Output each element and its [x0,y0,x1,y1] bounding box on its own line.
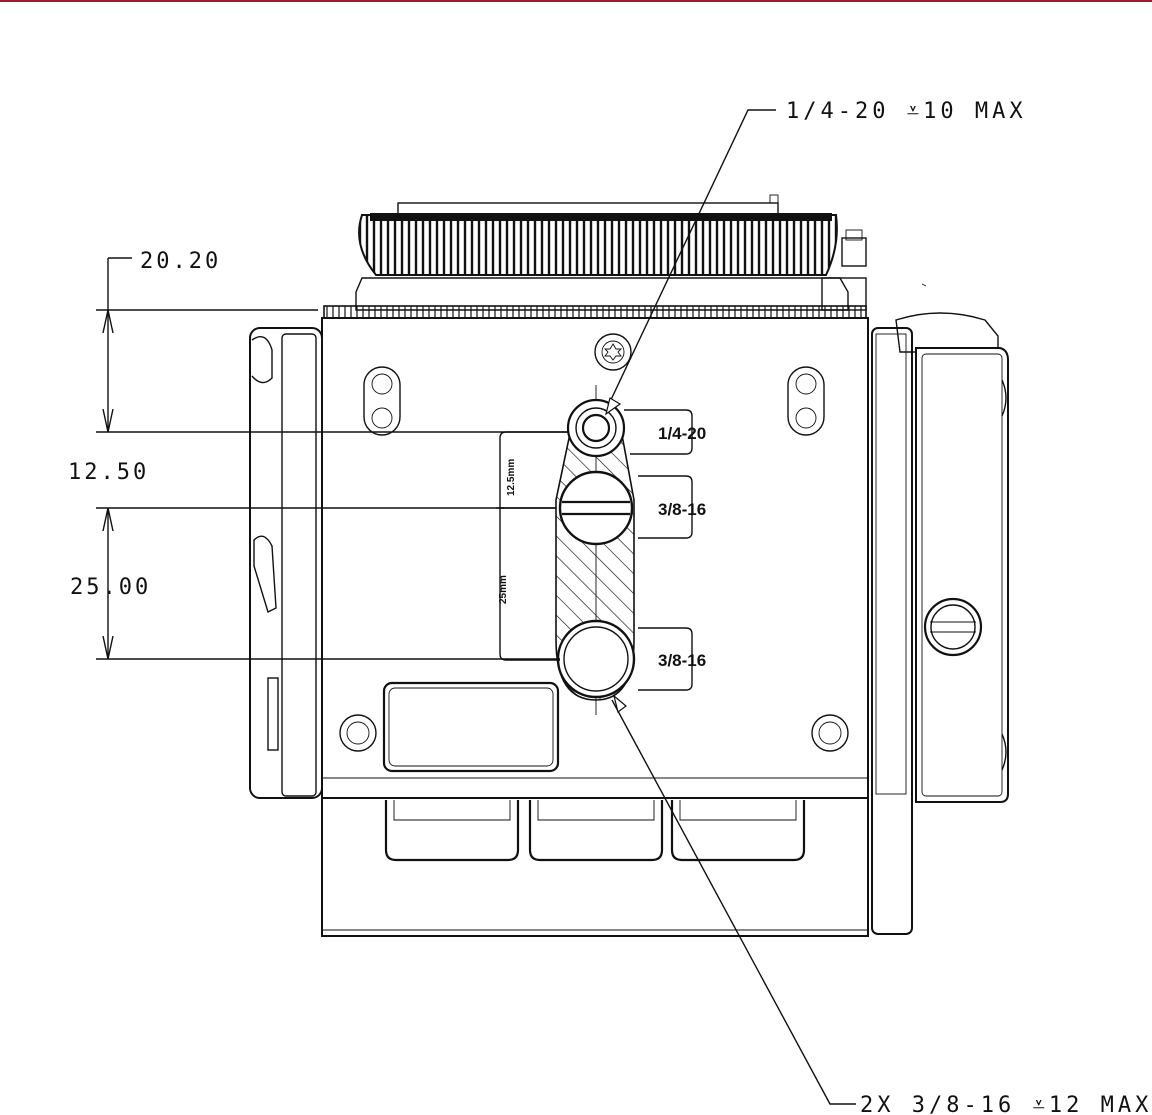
hole-label-brackets [624,409,693,691]
dimension-lines [96,257,568,660]
hole-upper-38-16 [558,470,634,546]
screw-left-upper-icon [363,366,401,436]
top-accent-bar [0,0,1152,2]
label-lower-38-16: 3/8-16 [658,651,706,670]
hole-quarter-20 [566,398,626,458]
dim-spacing-small: 12.50 [68,460,149,485]
callout-bottom: 2X 3/8-16 ⩡12 MAX [860,1093,1152,1115]
label-recess-inner [388,687,554,767]
top-plate [323,277,867,321]
label-upper-38-16: 3/8-16 [658,500,706,519]
battery-slots [384,800,806,862]
screw-left-lower-icon [339,714,377,752]
label-quarter-20: 1/4-20 [658,424,706,443]
callout-top: 1/4-20 ⩡10 MAX [786,99,1027,124]
screw-right-upper-icon [787,366,825,436]
label-inner-large: 25mm [498,575,509,604]
leader-lines [605,109,856,1105]
lens-mount [358,194,867,276]
mounting-screws [339,333,849,752]
hole-lower-38-16 [556,619,636,699]
dim-top-offset: 20.20 [140,249,221,274]
right-side-handle [871,283,1009,935]
left-side-grip [249,327,323,799]
screw-top-center-icon [594,333,632,371]
dim-spacing-large: 25.00 [70,575,151,600]
label-inner-small: 12.5mm [506,459,517,496]
screw-right-lower-icon [811,714,849,752]
label-recess [382,681,560,773]
